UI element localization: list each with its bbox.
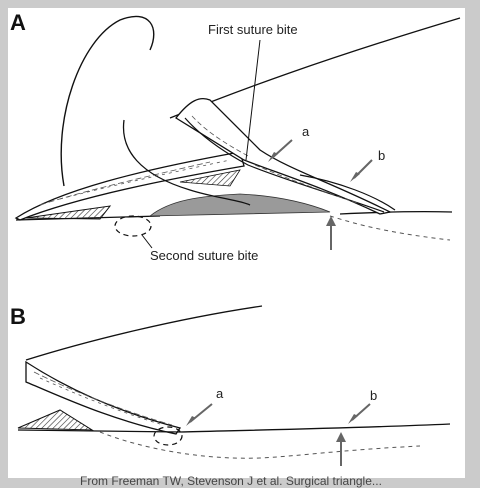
panel-a-drawing <box>14 15 461 250</box>
panel-b-drawing <box>17 305 451 466</box>
surgical-diagram <box>14 15 461 466</box>
figure-panel: A First suture bite a b Second suture bi… <box>8 8 465 478</box>
first-suture-bite-label: First suture bite <box>208 22 298 37</box>
panel-b-label-b: b <box>370 388 378 403</box>
panel-a-label-b: b <box>378 148 386 163</box>
panel-b-label-a: a <box>216 386 224 401</box>
panel-a-label-a: a <box>302 124 310 139</box>
figure-caption: From Freeman TW, Stevenson J et al. Surg… <box>80 474 382 488</box>
panel-b-letter: B <box>10 304 26 329</box>
second-suture-bite-label: Second suture bite <box>150 248 259 263</box>
panel-a-letter: A <box>10 10 26 35</box>
